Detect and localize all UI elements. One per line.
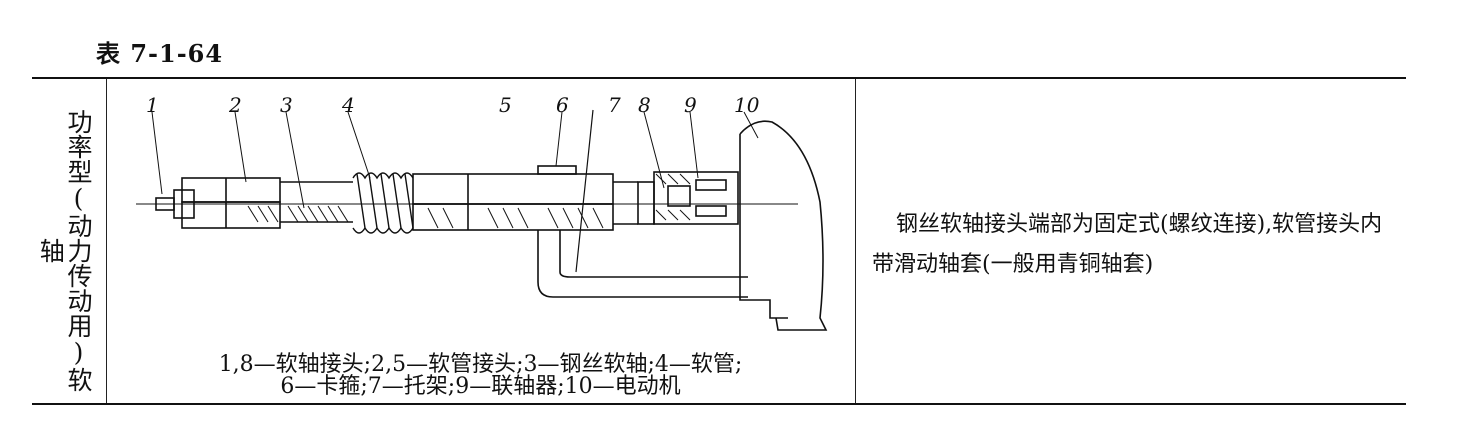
part-number-label: 10	[734, 93, 760, 117]
part-number-label: 1	[146, 93, 159, 117]
part-number-label: 6	[556, 93, 569, 117]
flexible-shaft-diagram: 1 2 3 4 5 6 7 8 9 10	[108, 82, 853, 400]
part-number-label: 3	[280, 93, 293, 117]
figure-legend-line-2: 6—卡箍;7—托架;9—联轴器;10—电动机	[280, 374, 681, 399]
part-number-label: 7	[608, 93, 621, 117]
figure-legend-line-1: 1,8—软轴接头;2,5—软管接头;3—钢丝软轴;4—软管;	[218, 352, 743, 377]
column-divider	[855, 79, 856, 403]
part-number-label: 4	[341, 93, 355, 117]
part-number-label: 5	[499, 93, 512, 117]
table-top-rule	[32, 77, 1406, 79]
description-text: 钢丝软轴接头端部为固定式(螺纹连接),软管接头内带滑动轴套(一般用青铜轴套)	[872, 205, 1402, 285]
table-bottom-rule	[32, 403, 1406, 405]
diagram-drawing: 1 2 3 4 5 6 7 8 9 10	[136, 93, 828, 331]
table-caption: 表 7-1-64	[96, 39, 224, 68]
part-number-label: 8	[638, 93, 651, 117]
column-divider	[106, 79, 107, 403]
part-number-label: 9	[684, 93, 697, 117]
category-label: 功率型(动力传动用)软轴	[36, 108, 93, 392]
description-body: 钢丝软轴接头端部为固定式(螺纹连接),软管接头内带滑动轴套(一般用青铜轴套)	[872, 212, 1383, 277]
part-number-label: 2	[228, 93, 242, 117]
